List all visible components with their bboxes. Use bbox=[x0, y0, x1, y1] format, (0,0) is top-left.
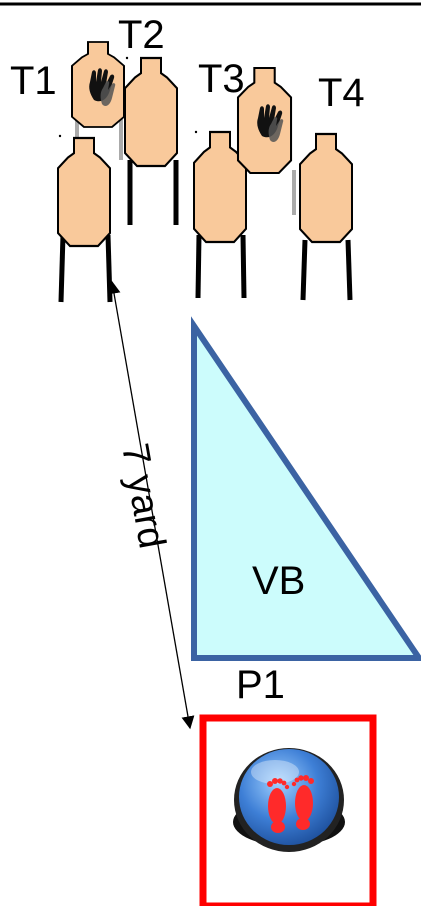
t3-no-shoot-target bbox=[236, 66, 293, 175]
target-label-t1: T1 bbox=[10, 59, 57, 103]
distance-label: 7 yard bbox=[113, 440, 173, 551]
shooting-box bbox=[199, 714, 377, 906]
distance-arrow bbox=[107, 280, 195, 730]
target-label-t3: T3 bbox=[198, 57, 245, 101]
t3-target bbox=[192, 130, 248, 299]
position-label: P1 bbox=[236, 663, 285, 707]
no-shoot-hand-icon bbox=[257, 104, 284, 142]
vision-barricade bbox=[191, 316, 421, 661]
no-shoot-hand-icon bbox=[89, 68, 116, 106]
barricade-label: VB bbox=[252, 559, 305, 603]
stop-button-feet-icon bbox=[233, 748, 345, 852]
t1-target bbox=[56, 136, 113, 303]
t1-no-shoot-target bbox=[71, 41, 125, 160]
target-label-t2: T2 bbox=[118, 13, 165, 57]
t4-target bbox=[292, 132, 354, 301]
t2-target bbox=[123, 56, 179, 225]
target-label-t4: T4 bbox=[318, 71, 365, 115]
